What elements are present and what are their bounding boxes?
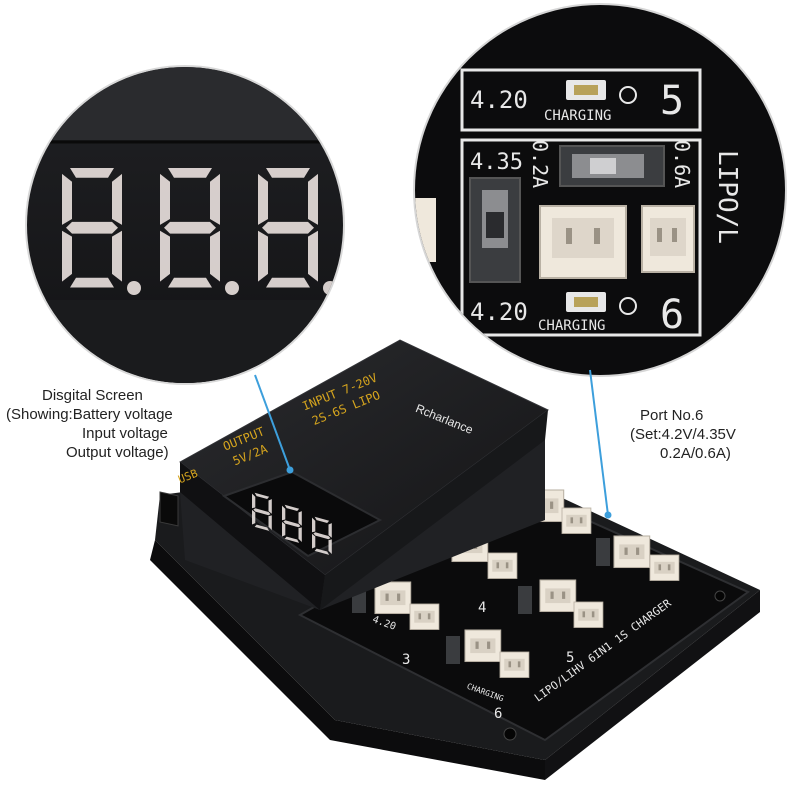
zoom-current-06a: 0.6A	[670, 140, 694, 189]
screen-callout-dot	[286, 466, 294, 474]
port-callout-dot	[604, 511, 612, 519]
zoom-top-voltage: 4.20	[470, 86, 528, 114]
device-port-number-4: 4	[478, 600, 487, 616]
zoom-bottom-status: CHARGING	[538, 318, 606, 334]
device-port-number-3: 3	[402, 652, 411, 668]
zoom-top-status: CHARGING	[544, 108, 612, 124]
charger-device	[150, 339, 760, 780]
port-callout-line-2: (Set:4.2V/4.35V	[630, 426, 736, 443]
zoom-voltage-435: 4.35	[470, 150, 523, 175]
callout-lines	[254, 369, 609, 516]
screen-callout-line-1: Disgital Screen	[42, 387, 143, 404]
screen-callout-line-4: Output voltage)	[66, 444, 169, 461]
port-callout-line-1: Port No.6	[640, 407, 704, 424]
screen-callout-line-3: Input voltage	[82, 425, 168, 442]
zoom-circle-port	[413, 3, 787, 377]
zoom-bottom-voltage: 4.20	[470, 298, 528, 326]
screen-callout-label: Disgital Screen (Showing:Battery voltage…	[6, 386, 206, 462]
zoom-bottom-port-number: 6	[660, 292, 685, 338]
device-port-number-6: 6	[494, 706, 503, 722]
port-callout-label: Port No.6 (Set:4.2V/4.35V 0.2A/0.6A)	[630, 406, 800, 463]
screen-callout-line-2: (Showing:Battery voltage	[6, 406, 173, 423]
device-port-number-5: 5	[566, 650, 575, 666]
port-callout-line-3: 0.2A/0.6A)	[660, 445, 731, 462]
zoom-side-text: LIPO/L	[712, 150, 742, 244]
zoom-current-02a: 0.2A	[528, 140, 552, 189]
zoom-top-port-number: 5	[660, 78, 685, 124]
zoom-circle-screen	[25, 65, 345, 385]
